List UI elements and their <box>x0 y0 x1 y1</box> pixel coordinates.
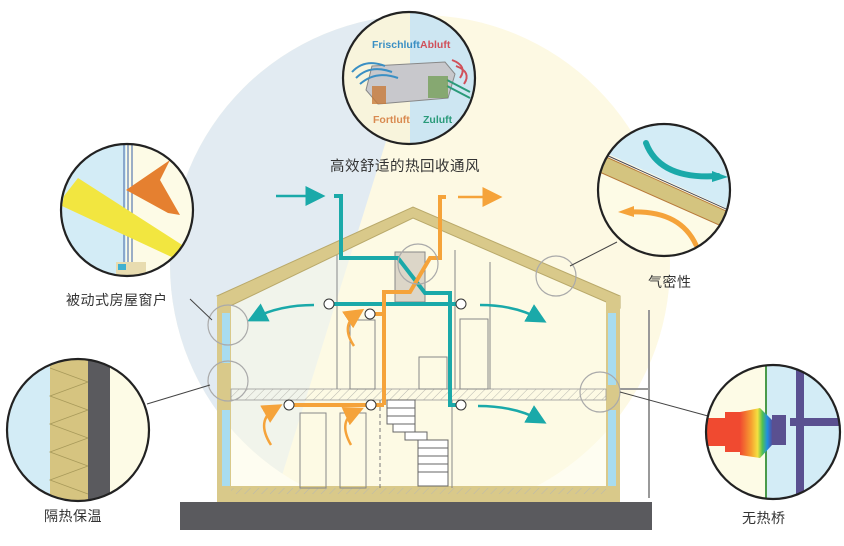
exhaust-air-label: Fortluft <box>373 114 410 126</box>
ground <box>180 502 652 530</box>
air-flow-arrows <box>247 186 547 446</box>
callout-ventilation: Frischluft Abluft Fortluft Zuluft <box>341 10 477 146</box>
supply-air-label: Zuluft <box>423 114 453 126</box>
thermal-bridge-label: 无热桥 <box>742 511 786 527</box>
airtightness-label: 气密性 <box>648 275 692 291</box>
valve-icon <box>365 399 377 411</box>
callout-thermal-bridge <box>704 363 842 501</box>
house-section <box>216 206 650 502</box>
extract-air-label: Abluft <box>420 39 451 51</box>
fresh-air-label: Frischluft <box>372 39 420 51</box>
valve-icon <box>323 298 335 310</box>
valves <box>283 298 467 411</box>
leader-lines <box>146 241 709 417</box>
insulation-label: 隔热保温 <box>44 509 102 525</box>
callout-airtightness <box>596 122 732 258</box>
extract-arrow-icon <box>260 404 283 446</box>
supply-arrow-icon <box>477 404 547 424</box>
valve-icon <box>364 308 376 320</box>
valve-icon <box>455 399 467 411</box>
supply-arrow-icon <box>247 303 315 322</box>
extract-arrow-icon <box>342 308 365 347</box>
ventilation-label: 高效舒适的热回收通风 <box>330 159 480 175</box>
extract-arrow-icon <box>341 407 364 446</box>
supply-arrow-icon <box>479 303 547 323</box>
detail-markers <box>207 243 621 413</box>
callout-insulation <box>5 357 151 503</box>
valve-icon <box>455 298 467 310</box>
valve-icon <box>283 399 295 411</box>
windows-label: 被动式房屋窗户 <box>66 293 168 309</box>
